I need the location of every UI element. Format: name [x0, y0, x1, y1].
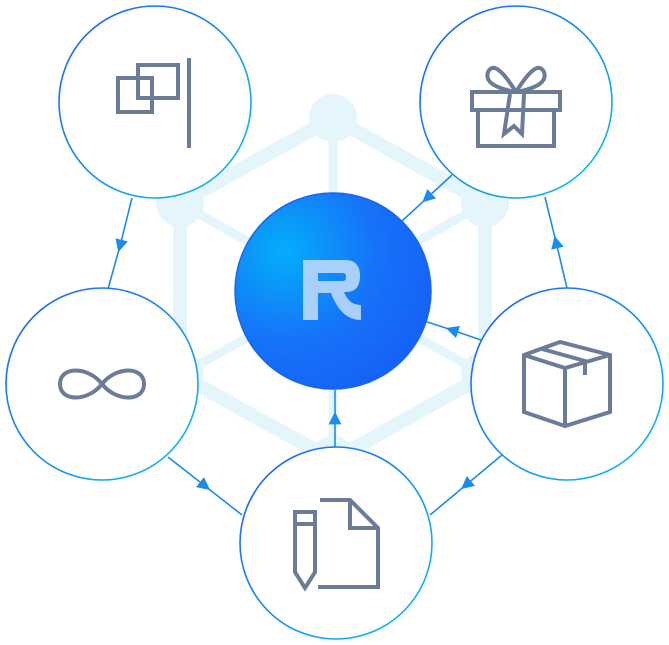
center-logo-node	[234, 192, 432, 390]
flag-icon	[116, 58, 191, 148]
document-edit-icon	[293, 498, 380, 592]
arrow-box-to-gift	[544, 196, 568, 289]
arrow-box-to-center	[423, 320, 482, 341]
flag-node	[58, 5, 252, 199]
connectors	[107, 174, 568, 516]
gift-node	[419, 5, 613, 199]
gift-icon	[470, 66, 562, 148]
document-node	[239, 446, 433, 640]
box-icon	[522, 339, 612, 429]
arrow-gift-to-center	[401, 174, 453, 222]
arrow-box-to-document	[429, 454, 503, 516]
arrow-infinity-to-document	[167, 456, 243, 516]
logo-r-icon	[303, 260, 361, 320]
infinity-icon	[57, 368, 147, 400]
arrow-flag-to-infinity	[107, 197, 133, 290]
